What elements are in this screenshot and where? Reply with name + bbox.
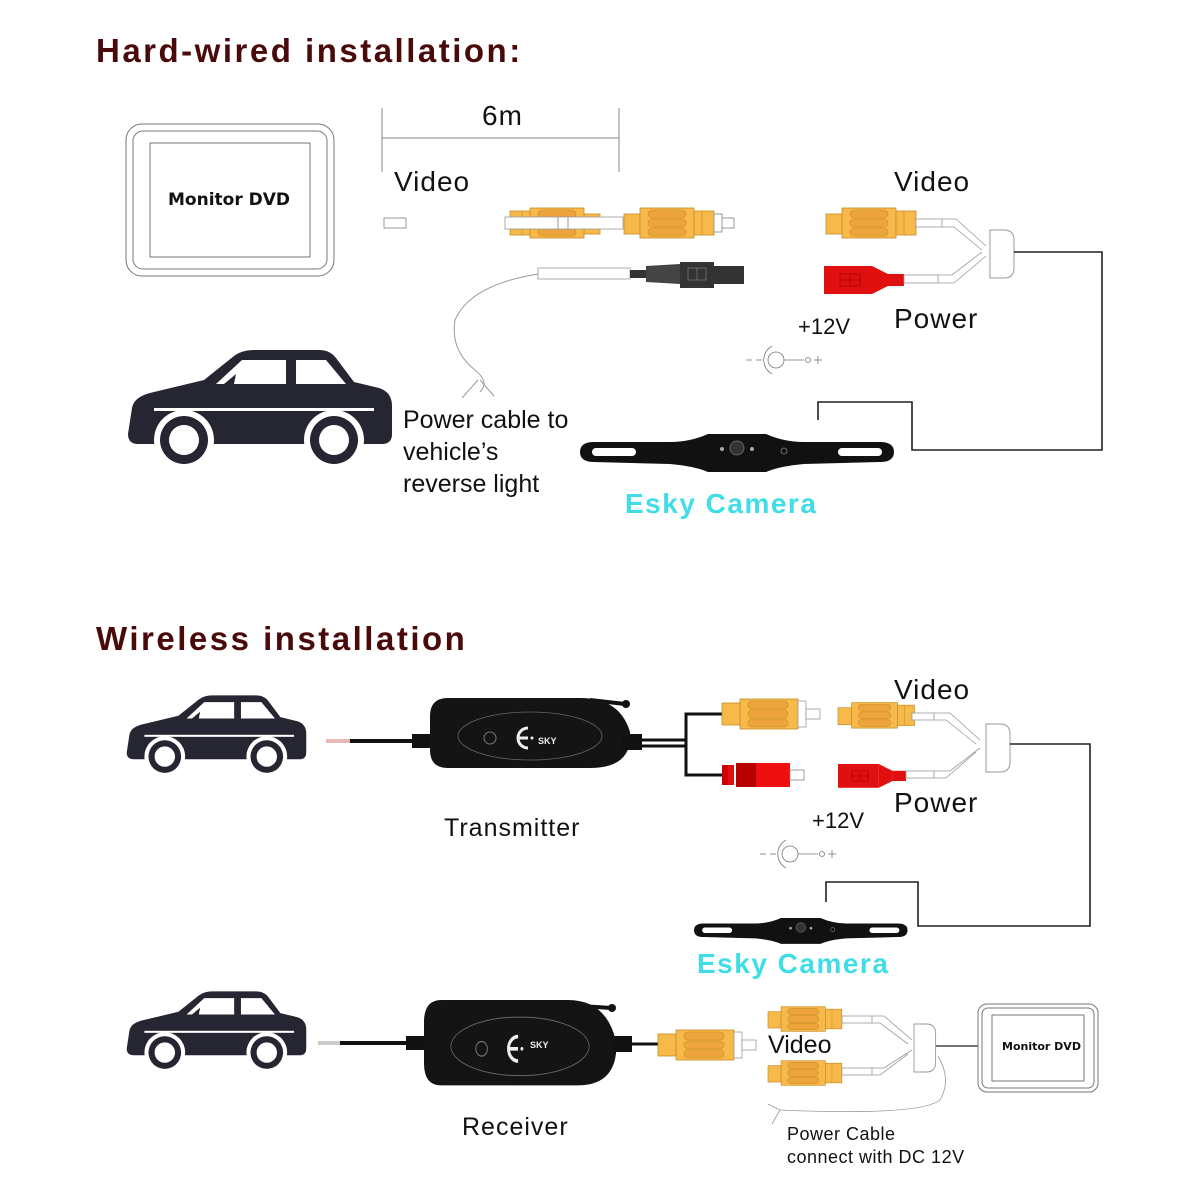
transmitter-label: Transmitter [444,814,581,842]
splitter-junction-icon [989,229,1015,279]
wireless-voltage-label: +12V [812,808,864,833]
monitor-label-small: Monitor DVD [1002,1040,1081,1053]
monitor-power-cable-note: Power Cable connect with DC 12V [787,1123,965,1169]
wireless-camera-label: Esky Camera [697,948,890,979]
camera-video-connector-icon [825,207,987,251]
cable-length-dimension-icon [381,108,620,172]
camera-wire-icon [817,251,1103,451]
monitor-video-connectors-icon [767,1006,913,1086]
wireless-esky-camera-icon [693,917,908,945]
wireless-dc-jack-icon [759,839,837,869]
wireless-power-label: Power [894,787,979,818]
camera-power-connector-icon [823,251,987,295]
dc-jack-icon [745,345,823,375]
wireless-camera-power-connector-icon [837,747,981,789]
esky-camera-icon [579,433,895,473]
power-cable-note-line: reverse light [403,470,540,498]
car-icon-receiver [126,991,307,1073]
wireless-title: Wireless installation [96,620,468,657]
hardwired-title: Hard-wired installation: [96,32,523,69]
monitor-label: Monitor DVD [168,190,291,210]
video-label-right: Video [894,166,971,197]
monitor-dvd-icon-small [977,1003,1099,1093]
transmitter-logo: SKY [538,736,557,746]
car-icon [128,350,392,470]
monitor-splitter-junction-icon [913,1023,937,1073]
power-cable-note-line: Power cable to [403,406,569,434]
receiver-logo: SKY [530,1040,549,1050]
receiver-device-icon: SKY [318,998,757,1088]
camera-label: Esky Camera [625,488,818,519]
power-label: Power [894,303,979,334]
receiver-label: Receiver [462,1113,569,1141]
trigger-power-cable-icon [453,262,744,399]
transmitter-device-icon: SKY [326,696,821,788]
power-cable-note-line: vehicle’s [403,438,499,466]
car-icon-transmitter [126,695,307,777]
cable-length-label: 6m [482,100,523,131]
receiver-video-label: Video [768,1031,832,1059]
wireless-camera-video-connector-icon [837,702,981,745]
monitor-dvd-icon [125,123,335,277]
voltage-label: +12V [798,314,850,339]
power-cable-note: Power cable to vehicle’s reverse light [403,404,568,500]
monitor-power-cable-icon [767,1055,946,1125]
monitor-power-cable-note-line: connect with DC 12V [787,1147,965,1167]
wireless-splitter-junction-icon [985,723,1011,773]
wireless-camera-wire-icon [825,743,1091,927]
wireless-video-label: Video [894,674,971,705]
video-extension-cable-icon [383,207,735,239]
monitor-power-cable-note-line: Power Cable [787,1124,896,1144]
video-label-left: Video [394,166,471,197]
